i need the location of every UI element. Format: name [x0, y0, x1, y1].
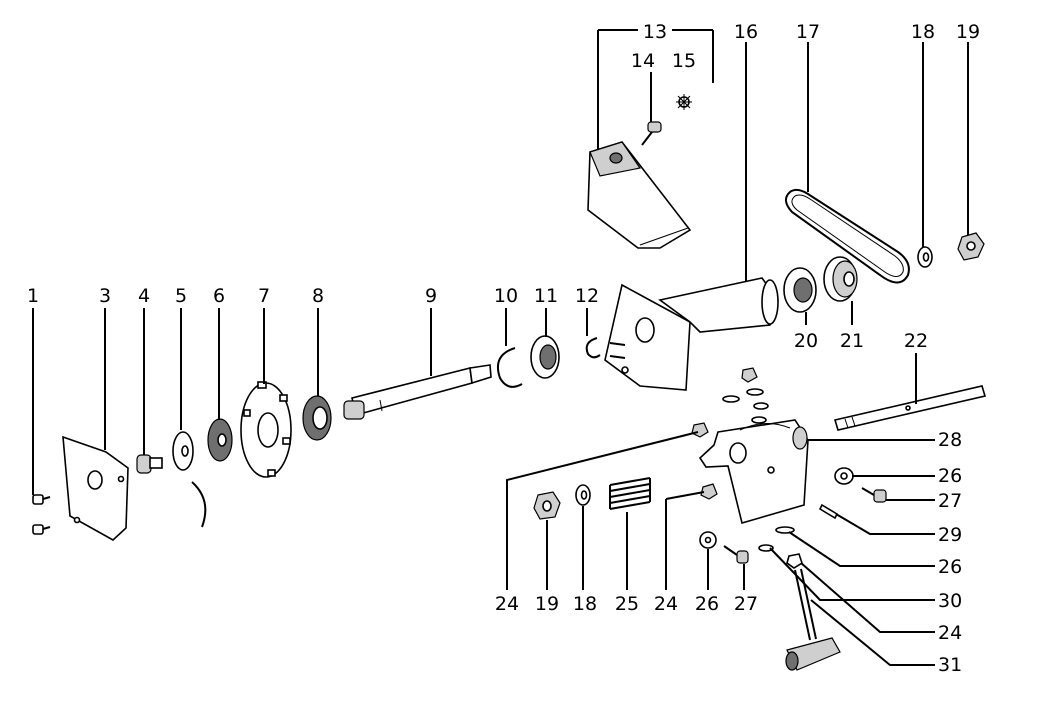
part-small-hardware [691, 367, 769, 438]
callout-26-b: 26 [938, 465, 962, 487]
part-12-small-ring [585, 337, 601, 359]
callout-12: 12 [575, 285, 599, 307]
callout-24-c: 24 [938, 622, 962, 644]
callout-8: 8 [312, 285, 324, 307]
part-31-adjust-screw [785, 553, 841, 671]
callout-27-a: 27 [734, 593, 758, 615]
part-9-shaft [343, 364, 492, 420]
callout-15: 15 [672, 50, 696, 72]
callout-24-b: 24 [654, 593, 678, 615]
part-4-bolt [136, 454, 163, 474]
callout-5: 5 [175, 285, 187, 307]
callout-7: 7 [258, 285, 270, 307]
leader-lines [32, 42, 969, 666]
part-11-bearing [530, 335, 560, 379]
part-29-pin [818, 503, 839, 520]
callout-14: 14 [631, 50, 655, 72]
part-7-toothed-disc [240, 381, 292, 478]
callout-26-a: 26 [695, 593, 719, 615]
part-5-washer [172, 431, 207, 528]
part-13-group-bracket [597, 29, 714, 150]
part-16-housing [604, 277, 779, 391]
callout-29: 29 [938, 524, 962, 546]
callout-27-b: 27 [938, 490, 962, 512]
part-24-nut-lower [700, 483, 718, 500]
callout-22: 22 [904, 330, 928, 352]
part-1-screws [32, 494, 51, 535]
part-13-bracket-block [587, 141, 692, 249]
part-28-tensioner-block [698, 419, 809, 525]
callout-18-lower: 18 [573, 593, 597, 615]
callout-6: 6 [213, 285, 225, 307]
part-18-washer-top [917, 246, 933, 268]
callout-1: 1 [27, 285, 39, 307]
part-21-pulley [823, 256, 858, 302]
callout-10: 10 [494, 285, 518, 307]
part-18-washer-lower [575, 484, 591, 506]
callout-25: 25 [615, 593, 639, 615]
part-27-bolts [723, 487, 887, 564]
part-25-spring [609, 477, 651, 510]
callout-28: 28 [938, 429, 962, 451]
callout-19-top: 19 [956, 21, 980, 43]
part-10-snap-ring [496, 347, 523, 388]
callout-13: 13 [643, 21, 667, 43]
callout-labels: 1 3 4 5 6 7 8 9 10 11 12 13 14 15 16 17 … [27, 21, 980, 676]
callout-24-a: 24 [495, 593, 519, 615]
part-6-washer [207, 418, 233, 462]
part-19-nut-lower [533, 491, 561, 520]
part-20-bearing [783, 267, 817, 313]
callout-30: 30 [938, 590, 962, 612]
part-22-rod [833, 385, 987, 431]
part-26-washers [699, 467, 854, 552]
callout-3: 3 [99, 285, 111, 307]
part-19-nut-top [957, 232, 985, 261]
callout-18-top: 18 [911, 21, 935, 43]
callout-16: 16 [734, 21, 758, 43]
callout-4: 4 [138, 285, 150, 307]
callout-21: 21 [840, 330, 864, 352]
part-15-star-washer [676, 94, 692, 110]
callout-19-lower: 19 [535, 593, 559, 615]
part-17-belt [785, 188, 910, 284]
callout-17: 17 [796, 21, 820, 43]
part-3-cover-plate [62, 435, 129, 541]
callout-11: 11 [534, 285, 558, 307]
callout-26-c: 26 [938, 556, 962, 578]
part-14-screw [641, 121, 662, 146]
callout-9: 9 [425, 285, 437, 307]
callout-31: 31 [938, 654, 962, 676]
callout-20: 20 [794, 330, 818, 352]
part-8-pulley [302, 395, 332, 441]
